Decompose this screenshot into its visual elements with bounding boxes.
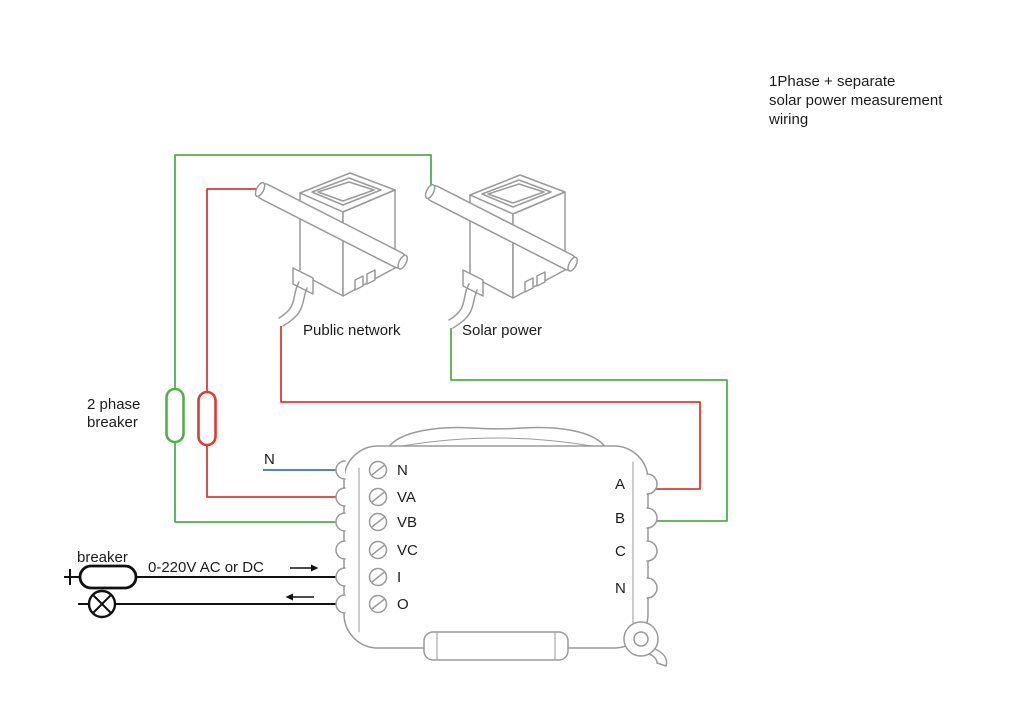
two-phase-breaker-symbol: [165, 387, 217, 447]
terminal-screws: [368, 460, 388, 614]
terminal-label-i: I: [397, 569, 402, 586]
terminal-label-a: A: [615, 476, 626, 493]
current-out-arrow: [285, 593, 314, 601]
breaker-label: breaker: [77, 549, 128, 566]
ct-public-network: [252, 172, 411, 327]
green-solar-ct-wire: [450, 328, 728, 522]
left-terminal-bumps: [335, 460, 346, 614]
energy-meter: [335, 426, 668, 667]
current-in-arrow: [290, 564, 319, 572]
solar-power-label: Solar power: [462, 322, 543, 339]
terminal-label-n-right: N: [615, 580, 626, 597]
two-phase-breaker-label: 2 phase breaker: [87, 396, 141, 431]
terminal-label-b: B: [615, 510, 626, 527]
public-network-label: Public network: [303, 322, 401, 339]
terminal-label-vc: VC: [397, 542, 418, 559]
voltage-range-label: 0-220V AC or DC: [148, 559, 264, 576]
red-public-ct-wire: [280, 326, 701, 490]
title-line-2: solar power measurement: [769, 92, 943, 109]
title-line-1: 1Phase + separate: [769, 73, 896, 90]
terminal-label-n: N: [397, 462, 408, 479]
terminal-label-vb: VB: [397, 514, 418, 531]
line-breaker-symbol: [64, 564, 138, 590]
terminal-label-o: O: [397, 596, 409, 613]
terminal-label-va: VA: [397, 489, 416, 506]
terminal-label-c: C: [615, 543, 626, 560]
right-terminal-bumps: [646, 473, 658, 599]
lamp-symbol: [78, 589, 117, 619]
green-voltage-wire: [174, 154, 432, 523]
neutral-wire-label: N: [264, 451, 275, 468]
ct-solar-power: [422, 174, 581, 329]
diagram-title: 1Phase + separate solar power measuremen…: [769, 72, 984, 129]
red-voltage-wire: [206, 188, 340, 498]
title-line-3: wiring: [769, 111, 809, 128]
